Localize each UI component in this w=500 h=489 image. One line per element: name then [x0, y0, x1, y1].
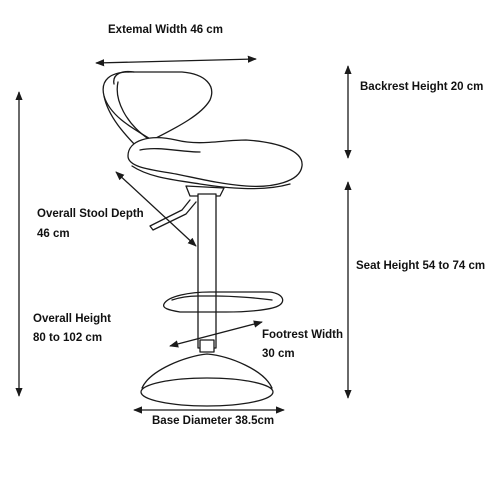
footrest-width-label-line2: 30 cm	[262, 348, 295, 360]
base-plate	[140, 377, 274, 407]
stool-depth-label-line1: Overall Stool Depth	[37, 208, 144, 220]
overall-height-label-line1: Overall Height	[33, 313, 111, 325]
stool-depth-arrow	[115, 171, 197, 247]
footrest-width-arrow	[169, 320, 263, 348]
seat	[127, 137, 303, 188]
backrest-support-curve	[116, 81, 151, 141]
footrest-ring	[162, 291, 284, 313]
base-diameter-label: Base Diameter 38.5cm	[152, 415, 275, 427]
dimension-arrows	[15, 55, 352, 414]
footrest-width-label-line1: Footrest Width	[262, 329, 344, 341]
backrest	[102, 71, 213, 141]
overall-height-label-line2: 80 to 102 cm	[33, 332, 103, 344]
backrest-height-label: Backrest Height 20 cm	[360, 81, 484, 93]
stool-drawing	[102, 70, 303, 407]
backrest-inner-edge	[113, 70, 135, 85]
stool-depth-label-line2: 46 cm	[37, 228, 70, 240]
seat-height-label: Seat Height 54 to 74 cm	[356, 260, 486, 272]
seat-cushion-seam	[139, 147, 201, 153]
external-width-label: Extemal Width 46 cm	[108, 24, 223, 36]
footrest-bracket	[171, 295, 273, 301]
gas-lift-column	[197, 193, 217, 349]
external-width-arrow	[95, 55, 257, 67]
column-collar	[199, 339, 215, 353]
